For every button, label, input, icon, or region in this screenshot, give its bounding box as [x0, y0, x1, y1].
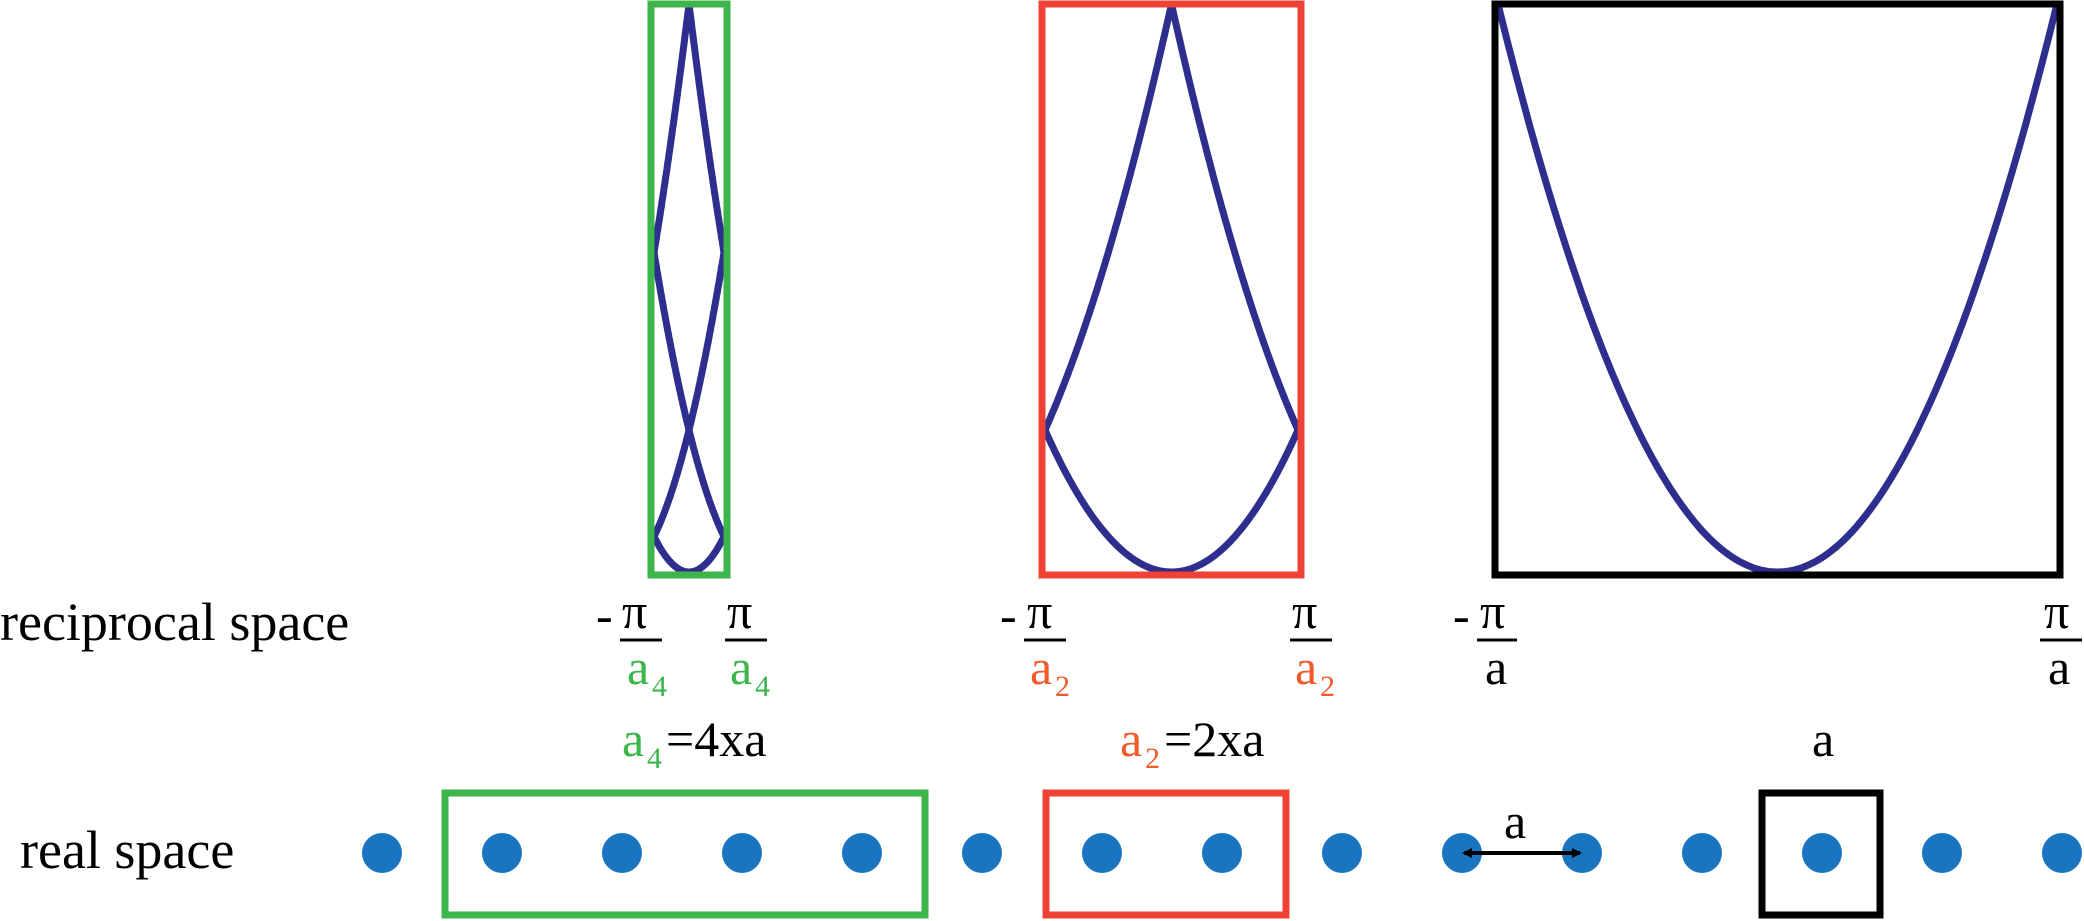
- denominator-a: a: [1030, 639, 1052, 695]
- atom: [722, 833, 762, 873]
- minus-sign: -: [1453, 587, 1470, 643]
- minus-sign: -: [596, 587, 613, 643]
- caption-a2-a: a: [1120, 711, 1142, 767]
- fraction-minus-pi-a4: - π a 4: [596, 583, 667, 703]
- band-a4-branch: [650, 249, 728, 540]
- caption-a2: a 2 =2xa: [1120, 711, 1264, 775]
- atom: [602, 833, 642, 873]
- atom: [1802, 833, 1842, 873]
- atom: [1202, 833, 1242, 873]
- pi-symbol: π: [1480, 583, 1505, 639]
- atom: [2042, 833, 2082, 873]
- denominator-a: a: [2048, 639, 2070, 695]
- denominator-a: a: [730, 639, 752, 695]
- band-curves: [650, 0, 2061, 576]
- fraction-pi-a4: π a 4: [725, 583, 770, 703]
- minus-sign: -: [1000, 587, 1017, 643]
- subscript-2: 2: [1055, 670, 1070, 703]
- caption-a4: a 4 =4xa: [622, 711, 766, 775]
- real-space-label: real space: [20, 820, 234, 880]
- band-a2-branch: [1168, 0, 1302, 434]
- band-a4-branch: [685, 0, 728, 256]
- atom: [1682, 833, 1722, 873]
- caption-a2-rest: =2xa: [1164, 711, 1264, 767]
- band-a4-branch: [650, 533, 728, 576]
- supercell-box-4: [441, 789, 929, 919]
- reciprocal-space-label: reciprocal space: [0, 592, 349, 652]
- caption-a: a: [1812, 711, 1834, 767]
- atom: [842, 833, 882, 873]
- band-a2-branch: [1041, 0, 1175, 434]
- caption-a4-sub: 4: [647, 742, 662, 775]
- pi-symbol: π: [2044, 583, 2069, 639]
- atom: [1922, 833, 1962, 873]
- subscript-4: 4: [755, 670, 770, 703]
- denominator-a: a: [1485, 639, 1507, 695]
- supercell-box-2: [1042, 789, 1290, 919]
- caption-a4-rest: =4xa: [666, 711, 766, 767]
- pi-symbol: π: [622, 583, 647, 639]
- atom: [362, 833, 402, 873]
- pi-symbol: π: [727, 583, 752, 639]
- atom: [1322, 833, 1362, 873]
- subscript-4: 4: [652, 670, 667, 703]
- pi-symbol: π: [1292, 583, 1317, 639]
- band-a2-branch: [1041, 426, 1302, 576]
- caption-a4-a: a: [622, 711, 644, 767]
- zone-box-a: [1491, 0, 2064, 579]
- subscript-2: 2: [1320, 670, 1335, 703]
- supercell-box-1: [1758, 789, 1884, 919]
- pi-symbol: π: [1027, 583, 1052, 639]
- band-a-branch: [1494, 0, 2061, 576]
- atom-chain: [362, 833, 2082, 873]
- denominator-a: a: [1295, 639, 1317, 695]
- atom: [1082, 833, 1122, 873]
- atom: [1562, 833, 1602, 873]
- caption-a2-sub: 2: [1145, 742, 1160, 775]
- denominator-a: a: [627, 639, 649, 695]
- band-a4-branch: [650, 0, 693, 256]
- fraction-pi-a: π a: [2040, 583, 2082, 695]
- atom: [482, 833, 522, 873]
- zone-box-a4: [647, 0, 731, 579]
- atom: [962, 833, 1002, 873]
- lattice-spacing-label: a: [1504, 793, 1526, 849]
- zone-box-a2: [1038, 0, 1305, 579]
- fraction-minus-pi-a2: - π a 2: [1000, 583, 1070, 703]
- fraction-minus-pi-a: - π a: [1453, 583, 1517, 695]
- fraction-pi-a2: π a 2: [1290, 583, 1335, 703]
